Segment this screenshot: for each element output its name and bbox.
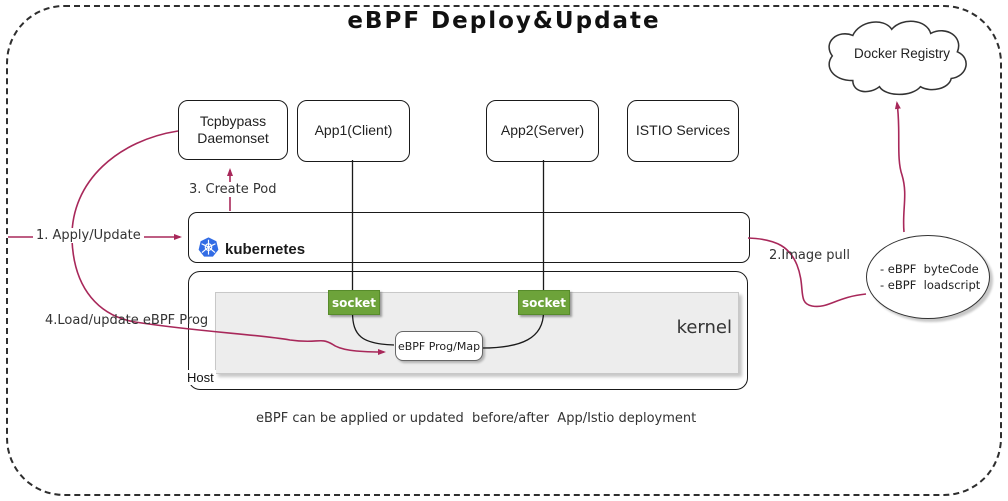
- edge-label-create-pod: 3. Create Pod: [186, 182, 280, 197]
- edge-label-load-update: 4.Load/update eBPF Prog: [45, 313, 209, 328]
- edge-label-apply-update: 1. Apply/Update: [33, 228, 144, 243]
- host-label: Host: [185, 370, 216, 385]
- node-app2-server: App2(Server): [486, 100, 599, 162]
- diagram-title: eBPF Deploy&Update: [347, 8, 661, 34]
- edge-label-image-pull: 2.Image pull: [769, 248, 850, 263]
- registry-artifacts-ellipse: - eBPF byteCode - eBPF loadscript: [866, 235, 990, 319]
- kernel-label: kernel: [676, 317, 732, 338]
- diagram-border: [6, 5, 1002, 496]
- kubernetes-label: kubernetes: [225, 241, 306, 258]
- artifact-loadscript: - eBPF loadscript: [880, 278, 981, 292]
- socket-right: socket: [518, 290, 570, 315]
- artifact-bytecode: - eBPF byteCode: [880, 261, 979, 276]
- cloud-icon: [828, 20, 967, 96]
- note-text: eBPF can be applied or updated before/af…: [256, 411, 697, 426]
- node-app1-client: App1(Client): [297, 100, 410, 162]
- node-tcpbypass-daemonset: Tcpbypass Daemonset: [178, 100, 288, 160]
- docker-registry-label: Docker Registry: [853, 46, 951, 61]
- kubernetes-logo-icon: [198, 237, 219, 257]
- node-istio-services: ISTIO Services: [627, 100, 739, 162]
- socket-left: socket: [328, 290, 380, 315]
- ebpf-prog-map-box: eBPF Prog/Map: [395, 331, 483, 361]
